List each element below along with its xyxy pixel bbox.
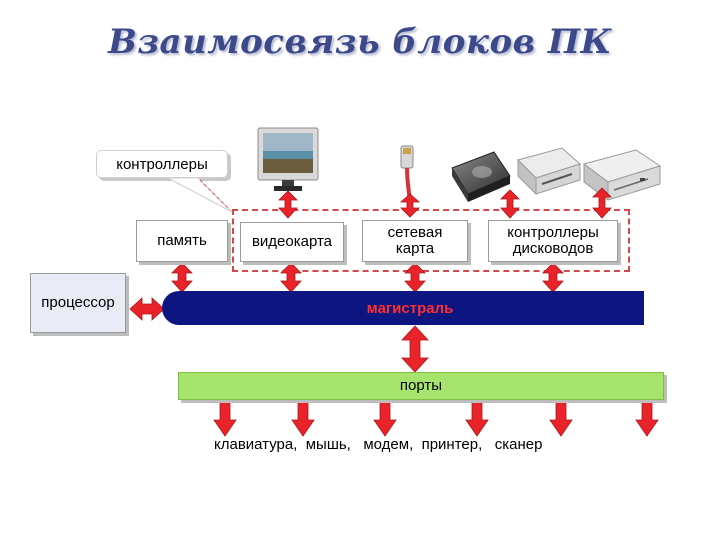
drive-controllers-label-line1: контроллеры bbox=[507, 224, 599, 241]
arrow-processor-bus bbox=[129, 297, 165, 321]
arrow-port-2 bbox=[291, 401, 315, 437]
system-bus-end bbox=[641, 291, 655, 325]
networkcard-block: сетевая карта bbox=[362, 220, 468, 262]
arrow-port-3 bbox=[373, 401, 397, 437]
system-bus-label: магистраль bbox=[366, 300, 454, 317]
hard-drive-icon bbox=[451, 151, 511, 202]
arrow-port-6 bbox=[635, 401, 659, 437]
ports-label: порты bbox=[399, 377, 443, 394]
page-title: Взаимосвязь блоков ПК bbox=[108, 22, 612, 62]
networkcard-label-line2: карта bbox=[395, 240, 435, 257]
arrow-port-1 bbox=[213, 401, 237, 437]
videocard-label: видеокарта bbox=[251, 233, 333, 250]
arrow-controllers-bus bbox=[542, 262, 564, 293]
arrow-port-4 bbox=[465, 401, 489, 437]
arrow-videocard-bus bbox=[280, 262, 302, 293]
arrow-monitor-videocard bbox=[278, 190, 298, 219]
arrow-networkcard-bus bbox=[404, 262, 426, 293]
system-bus bbox=[162, 291, 648, 325]
videocard-block: видеокарта bbox=[240, 222, 344, 262]
processor-label: процессор bbox=[41, 294, 115, 311]
callout-tail bbox=[167, 177, 233, 213]
processor-block: процессор bbox=[30, 273, 126, 333]
controllers-callout: контроллеры bbox=[96, 150, 228, 178]
floppy-drive-icon bbox=[517, 147, 581, 196]
controllers-callout-label: контроллеры bbox=[116, 155, 208, 173]
arrow-drive-controller-right bbox=[592, 187, 612, 219]
arrow-port-5 bbox=[549, 401, 573, 437]
arrow-drive-controller-left bbox=[500, 189, 520, 219]
arrow-cable-networkcard bbox=[399, 193, 421, 218]
arrow-memory-bus bbox=[171, 262, 193, 293]
drive-controllers-block: контроллеры дисководов bbox=[488, 220, 618, 262]
cd-drive-icon bbox=[582, 149, 662, 201]
networkcard-label-line1: сетевая bbox=[387, 224, 443, 241]
controllers-group-outline bbox=[232, 209, 630, 272]
monitor-icon bbox=[257, 127, 319, 191]
drive-controllers-label-line2: дисководов bbox=[512, 240, 594, 257]
ports-block: порты bbox=[178, 372, 664, 400]
memory-block: память bbox=[136, 220, 228, 262]
arrow-bus-ports bbox=[401, 325, 429, 373]
memory-label: память bbox=[157, 232, 207, 249]
peripherals-label: клавиатура, мышь, модем, принтер, сканер bbox=[214, 436, 543, 453]
